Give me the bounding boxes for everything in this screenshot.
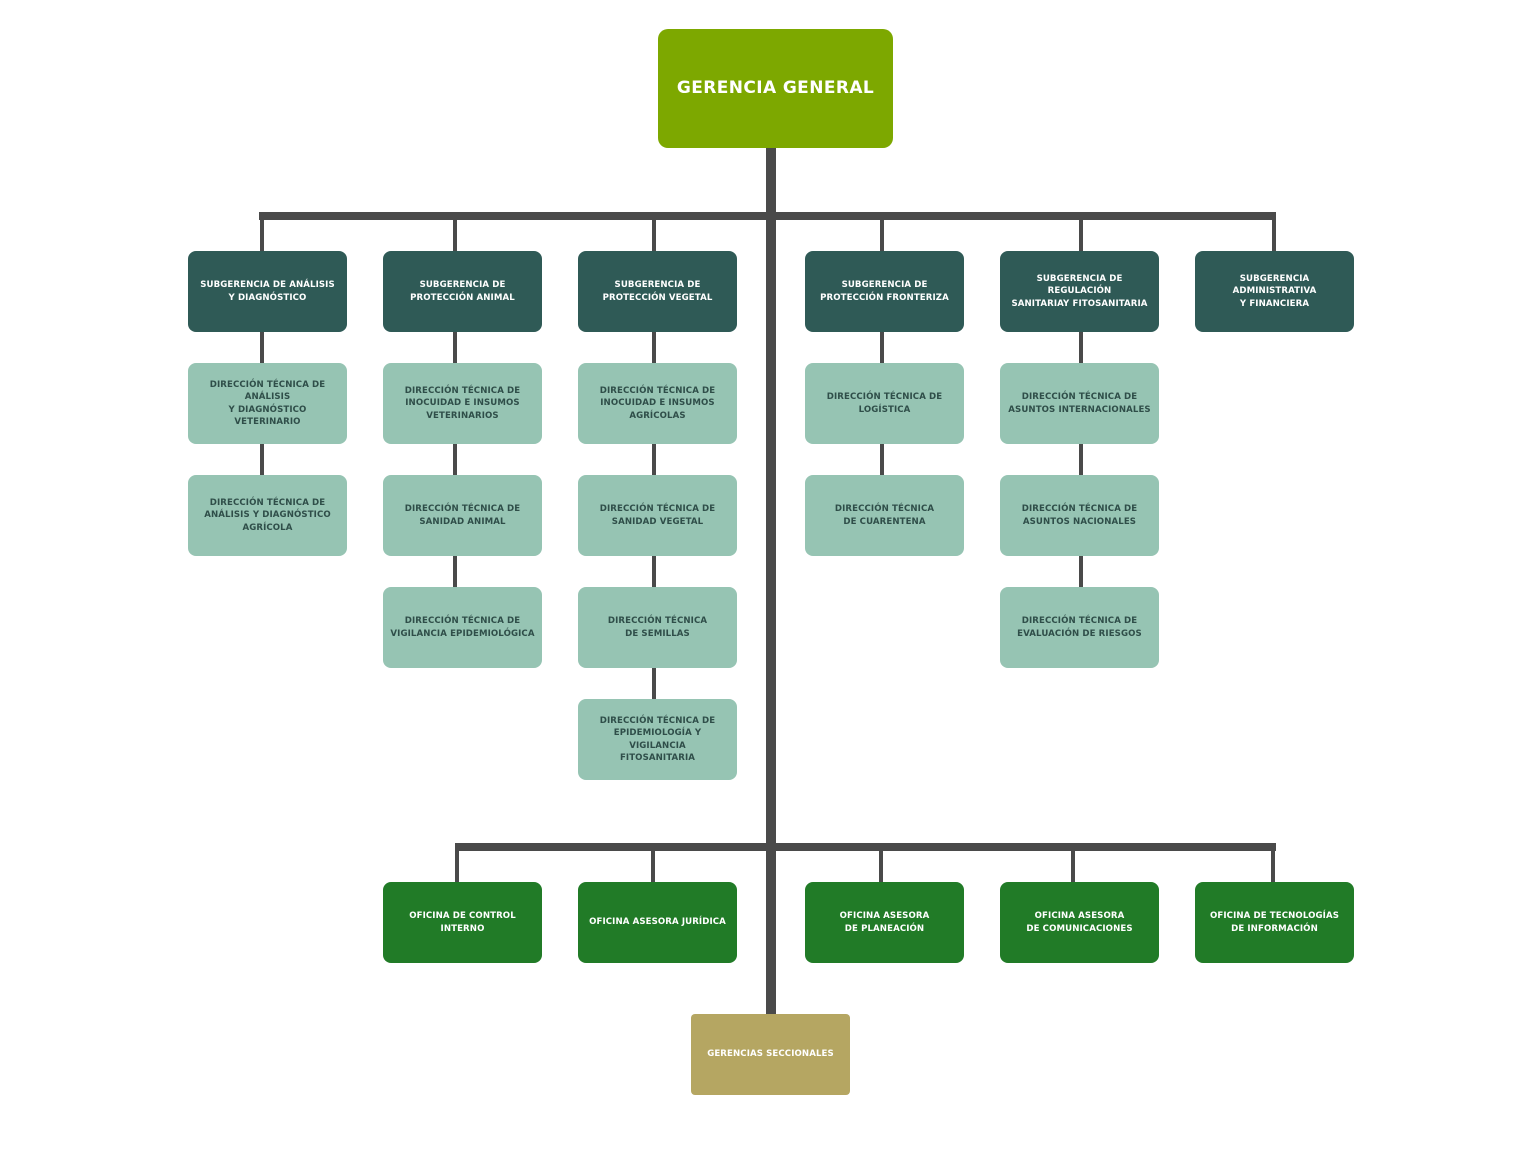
- oficina-asesora-juridica: OFICINA ASESORA JURÍDICA: [578, 882, 737, 963]
- gerencia-general-box: GERENCIA GENERAL: [658, 29, 893, 148]
- drop-line: [1271, 847, 1275, 883]
- direccion-box: DIRECCIÓN TÉCNICA DE VIGILANCIA EPIDEMIO…: [383, 587, 542, 668]
- drop-line: [260, 216, 264, 253]
- direccion-box: DIRECCIÓN TÉCNICA DE ANÁLISIS Y DIAGNÓST…: [188, 363, 347, 444]
- direccion-box: DIRECCIÓN TÉCNICA DE SANIDAD VEGETAL: [578, 475, 737, 556]
- gerencias-seccionales-box: GERENCIAS SECCIONALES: [691, 1014, 850, 1095]
- direccion-box: DIRECCIÓN TÉCNICA DE INOCUIDAD E INSUMOS…: [578, 363, 737, 444]
- direccion-box: DIRECCIÓN TÉCNICA DE CUARENTENA: [805, 475, 964, 556]
- oficina-control-interno: OFICINA DE CONTROL INTERNO: [383, 882, 542, 963]
- direccion-box: DIRECCIÓN TÉCNICA DE ASUNTOS NACIONALES: [1000, 475, 1159, 556]
- main-trunk-line: [766, 146, 776, 1016]
- oficina-asesora-comunicaciones: OFICINA ASESORA DE COMUNICACIONES: [1000, 882, 1159, 963]
- direccion-box: DIRECCIÓN TÉCNICA DE SEMILLAS: [578, 587, 737, 668]
- direccion-box: DIRECCIÓN TÉCNICA DE EVALUACIÓN DE RIESG…: [1000, 587, 1159, 668]
- direccion-box: DIRECCIÓN TÉCNICA DE LOGÍSTICA: [805, 363, 964, 444]
- direccion-box: DIRECCIÓN TÉCNICA DE EPIDEMIOLOGÍA Y VIG…: [578, 699, 737, 780]
- subgerencia-administrativa-financiera: SUBGERENCIA ADMINISTRATIVA Y FINANCIERA: [1195, 251, 1354, 332]
- drop-line: [1079, 216, 1083, 253]
- column-line: [1079, 330, 1083, 589]
- drop-line: [1071, 847, 1075, 883]
- subgerencias-bus-line: [259, 212, 1276, 220]
- subgerencia-regulacion-sanitaria: SUBGERENCIA DE REGULACIÓN SANITARIAY FIT…: [1000, 251, 1159, 332]
- direccion-box: DIRECCIÓN TÉCNICA DE INOCUIDAD E INSUMOS…: [383, 363, 542, 444]
- oficina-tecnologias-informacion: OFICINA DE TECNOLOGÍAS DE INFORMACIÓN: [1195, 882, 1354, 963]
- drop-line: [1272, 216, 1276, 253]
- drop-line: [879, 847, 883, 883]
- drop-line: [455, 847, 459, 883]
- subgerencia-analisis-diagnostico: SUBGERENCIA DE ANÁLISIS Y DIAGNÓSTICO: [188, 251, 347, 332]
- column-line: [453, 330, 457, 589]
- direccion-box: DIRECCIÓN TÉCNICA DE ASUNTOS INTERNACION…: [1000, 363, 1159, 444]
- oficinas-bus-line: [455, 843, 1276, 851]
- oficina-asesora-planeacion: OFICINA ASESORA DE PLANEACIÓN: [805, 882, 964, 963]
- subgerencia-proteccion-vegetal: SUBGERENCIA DE PROTECCIÓN VEGETAL: [578, 251, 737, 332]
- drop-line: [651, 847, 655, 883]
- subgerencia-proteccion-animal: SUBGERENCIA DE PROTECCIÓN ANIMAL: [383, 251, 542, 332]
- drop-line: [652, 216, 656, 253]
- drop-line: [453, 216, 457, 253]
- subgerencia-proteccion-fronteriza: SUBGERENCIA DE PROTECCIÓN FRONTERIZA: [805, 251, 964, 332]
- direccion-box: DIRECCIÓN TÉCNICA DE ANÁLISIS Y DIAGNÓST…: [188, 475, 347, 556]
- direccion-box: DIRECCIÓN TÉCNICA DE SANIDAD ANIMAL: [383, 475, 542, 556]
- drop-line: [880, 216, 884, 253]
